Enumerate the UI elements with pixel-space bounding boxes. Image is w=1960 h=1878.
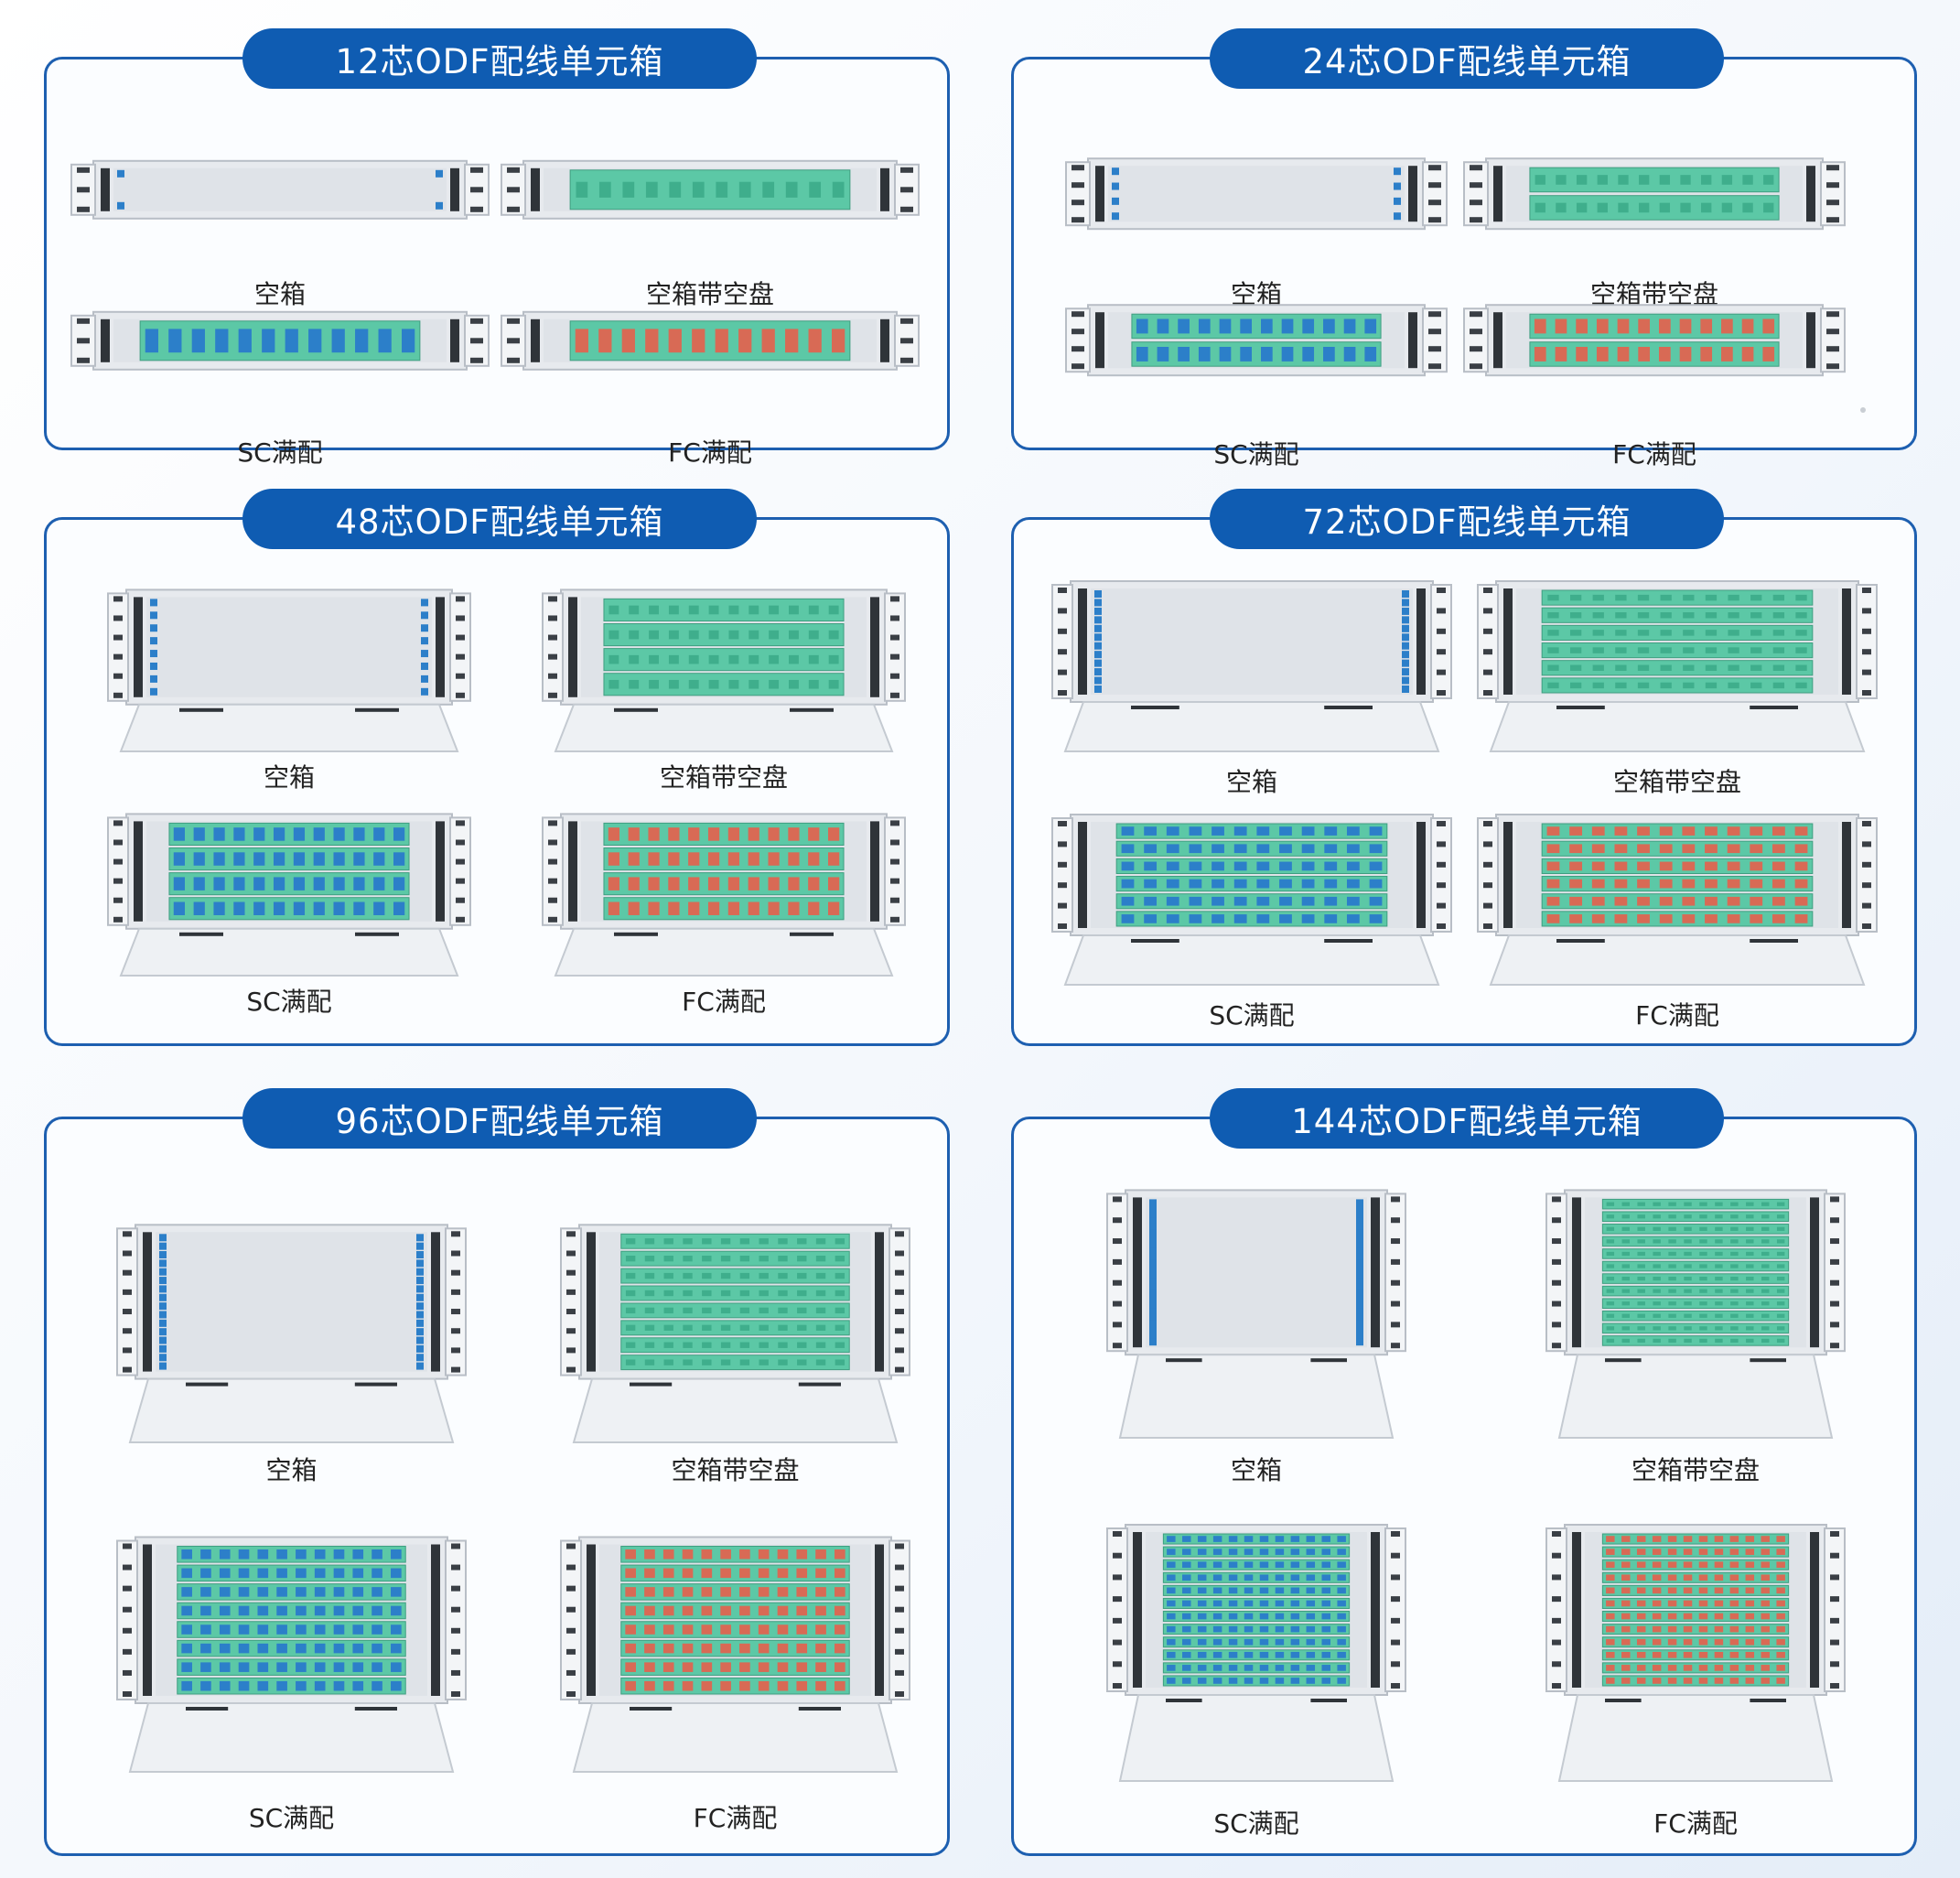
product-card[interactable]: FC满配 — [1462, 293, 1847, 471]
product-label: SC满配 — [1213, 1808, 1299, 1839]
odf-12u-fc-icon — [1545, 1524, 1846, 1782]
product-card[interactable]: FC满配 — [1476, 804, 1879, 1037]
panel-title: 72芯ODF配线单元箱 — [1210, 489, 1724, 549]
odf-1u-tray-icon — [501, 159, 920, 220]
product-card[interactable]: SC满配 — [1050, 804, 1453, 1037]
product-label: SC满配 — [1209, 1000, 1295, 1031]
product-label: FC满配 — [1635, 1000, 1719, 1031]
product-card[interactable]: 空箱带空盘 — [1476, 570, 1879, 804]
product-card[interactable]: 空箱 — [70, 151, 490, 311]
product-label: SC满配 — [237, 437, 323, 468]
odf-4u-fc-icon — [542, 813, 906, 977]
product-label: SC满配 — [248, 1803, 335, 1833]
panel-title: 144芯ODF配线单元箱 — [1210, 1088, 1724, 1149]
odf-8u-empty-icon — [116, 1224, 467, 1443]
product-card[interactable]: SC满配 — [1064, 293, 1448, 471]
odf-12u-tray-icon — [1545, 1189, 1846, 1439]
panel-24-core: 24芯ODF配线单元箱 空箱 空箱带空盘 SC满配 FC满配 — [1011, 28, 1917, 470]
panel-title: 48芯ODF配线单元箱 — [242, 489, 757, 549]
odf-2u-sc-icon — [1065, 304, 1448, 377]
odf-6u-sc-icon — [1051, 814, 1452, 986]
odf-1u-fc-icon — [501, 310, 920, 371]
odf-6u-empty-icon — [1051, 580, 1452, 752]
product-label: FC满配 — [668, 437, 752, 468]
panel-144-core: 144芯ODF配线单元箱 空箱 空箱带空盘 SC满配 FC满配 — [1011, 1088, 1917, 1856]
product-label: FC满配 — [682, 987, 766, 1017]
odf-8u-tray-icon — [560, 1224, 910, 1443]
product-card[interactable]: SC满配 — [70, 302, 490, 476]
product-label: 空箱 — [1225, 767, 1277, 797]
product-card[interactable]: SC满配 — [115, 1522, 468, 1838]
product-card[interactable]: 空箱 — [1064, 146, 1448, 309]
odf-8u-sc-icon — [116, 1536, 467, 1773]
product-label: FC满配 — [1653, 1808, 1738, 1839]
product-card[interactable]: SC满配 — [106, 804, 472, 1028]
odf-6u-tray-icon — [1477, 580, 1878, 752]
product-card[interactable]: FC满配 — [559, 1522, 911, 1838]
odf-1u-empty-icon — [70, 159, 490, 220]
odf-2u-fc-icon — [1463, 304, 1846, 377]
product-label: 空箱 — [1230, 1455, 1282, 1485]
product-label: SC满配 — [246, 987, 332, 1017]
product-label: FC满配 — [1612, 439, 1696, 470]
product-card[interactable]: FC满配 — [500, 302, 921, 476]
product-card[interactable]: FC满配 — [541, 804, 907, 1028]
odf-2u-tray-icon — [1463, 157, 1846, 231]
product-label: 空箱 — [253, 279, 306, 309]
product-label: FC满配 — [693, 1803, 778, 1833]
product-label: 空箱 — [265, 1455, 318, 1485]
odf-4u-empty-icon — [107, 588, 471, 752]
product-card[interactable]: 空箱 — [115, 1211, 468, 1485]
odf-4u-sc-icon — [107, 813, 471, 977]
odf-12u-sc-icon — [1106, 1524, 1406, 1782]
decor-dot — [1860, 407, 1866, 413]
product-card[interactable]: 空箱带空盘 — [541, 579, 907, 799]
panel-title: 24芯ODF配线单元箱 — [1210, 28, 1724, 89]
product-card[interactable]: 空箱 — [1105, 1174, 1407, 1485]
panel-72-core: 72芯ODF配线单元箱 空箱 空箱带空盘 SC满配 FC满配 — [1011, 489, 1917, 1046]
product-label: 空箱 — [263, 762, 315, 793]
odf-2u-empty-icon — [1065, 157, 1448, 231]
product-card[interactable]: 空箱 — [106, 579, 472, 799]
product-card[interactable]: 空箱带空盘 — [500, 151, 921, 311]
odf-4u-tray-icon — [542, 588, 906, 752]
odf-6u-fc-icon — [1477, 814, 1878, 986]
product-label: 空箱带空盘 — [659, 762, 788, 793]
odf-1u-sc-icon — [70, 310, 490, 371]
product-label: 空箱带空盘 — [645, 279, 774, 309]
odf-12u-empty-icon — [1106, 1189, 1406, 1439]
product-card[interactable]: 空箱 — [1050, 570, 1453, 804]
product-card[interactable]: 空箱带空盘 — [1545, 1174, 1847, 1485]
panel-12-core: 12芯ODF配线单元箱 空箱 空箱带空盘 SC满配 FC满配 — [44, 28, 950, 468]
product-label: SC满配 — [1213, 439, 1299, 470]
product-card[interactable]: 空箱带空盘 — [559, 1211, 911, 1485]
panel-96-core: 96芯ODF配线单元箱 空箱 空箱带空盘 SC满配 FC满配 — [44, 1088, 950, 1856]
product-label: 空箱带空盘 — [1631, 1455, 1760, 1485]
product-label: 空箱带空盘 — [1612, 767, 1741, 797]
product-card[interactable]: SC满配 — [1105, 1508, 1407, 1839]
panel-title: 12芯ODF配线单元箱 — [242, 28, 757, 89]
panel-48-core: 48芯ODF配线单元箱 空箱 空箱带空盘 SC满配 FC满配 — [44, 489, 950, 1046]
product-card[interactable]: 空箱带空盘 — [1462, 146, 1847, 309]
odf-8u-fc-icon — [560, 1536, 910, 1773]
panel-title: 96芯ODF配线单元箱 — [242, 1088, 757, 1149]
product-card[interactable]: FC满配 — [1545, 1508, 1847, 1839]
product-label: 空箱带空盘 — [671, 1455, 800, 1485]
